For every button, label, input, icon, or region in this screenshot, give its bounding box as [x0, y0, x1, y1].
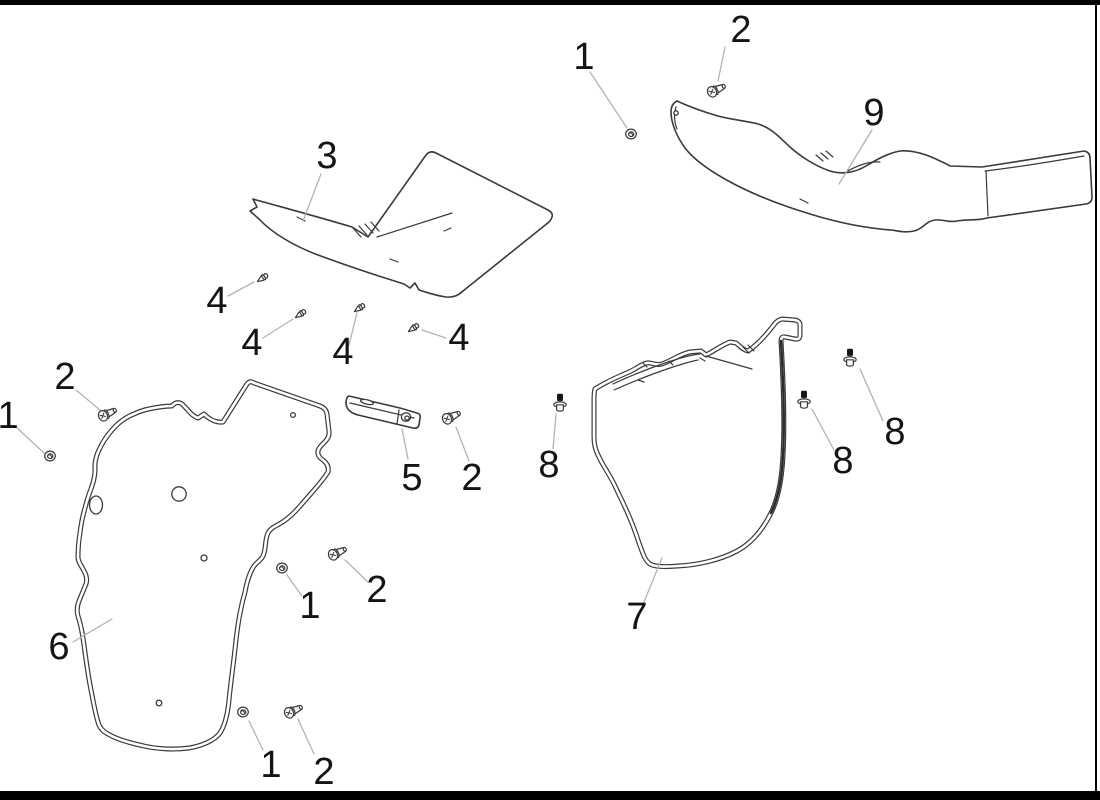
fastener-stud: [843, 348, 857, 367]
leader-line-4: [227, 281, 255, 297]
callout-number-6: 6: [48, 626, 69, 668]
fastener-screw-tap: [293, 307, 308, 321]
leader-line-1: [16, 427, 45, 454]
callout-number-7: 7: [626, 596, 647, 638]
leader-line-4: [348, 312, 358, 346]
callout-number-3: 3: [316, 135, 337, 177]
leader-line-2: [455, 426, 470, 462]
part-6-small-hole-top: [289, 411, 297, 419]
fastener-screw-pan: [326, 543, 349, 563]
part-9-outline: [670, 100, 1093, 233]
callout-number-4: 4: [206, 280, 227, 322]
fasteners-layer: [44, 80, 857, 721]
fastener-screw-pan: [282, 701, 305, 721]
leader-line-6: [72, 618, 113, 643]
part-7-surface-marks: [637, 344, 755, 383]
fastener-stud: [553, 393, 567, 412]
fastener-screw-tap: [255, 271, 270, 285]
callout-number-9: 9: [863, 92, 884, 134]
fastener-screw-pan: [705, 80, 728, 100]
callout-number-4: 4: [241, 322, 262, 364]
part-6-oval-hole: [88, 495, 104, 515]
callout-number-2: 2: [313, 751, 334, 793]
part-7-splash-guard: [591, 316, 803, 570]
part-6-outline-inner: [75, 380, 331, 751]
callout-number-1: 1: [299, 585, 320, 627]
leader-line-1: [589, 71, 628, 129]
leader-line-8: [859, 368, 884, 422]
fastener-nut: [276, 562, 288, 574]
callout-number-1: 1: [573, 36, 594, 78]
leader-line-9: [838, 129, 873, 185]
part-9-hump-inner-line: [845, 161, 881, 173]
leader-line-8: [811, 408, 835, 451]
fastener-screw-tap: [406, 321, 421, 335]
leader-line-2: [344, 559, 369, 583]
leader-line-4: [421, 329, 447, 339]
callout-number-1: 1: [0, 395, 19, 437]
fastener-nut: [237, 706, 249, 718]
part-6-outline: [74, 379, 332, 752]
part-7-outline: [591, 316, 803, 570]
leader-line-4: [262, 318, 294, 339]
part-7-outline-inner: [592, 317, 802, 568]
part-7-right-edge: [769, 339, 786, 515]
part-9-hatching: [815, 150, 834, 162]
callout-number-5: 5: [401, 457, 422, 499]
part-6-small-hole-bottom: [155, 699, 163, 707]
callout-number-8: 8: [538, 444, 559, 486]
callout-number-4: 4: [448, 317, 469, 359]
frame-bottom-bar: [0, 791, 1100, 800]
leader-line-1: [286, 574, 303, 597]
part-9-mount-hole: [673, 110, 679, 116]
part-5-slot: [359, 398, 375, 406]
callout-number-2: 2: [366, 569, 387, 611]
frame-top-bar: [0, 0, 1100, 5]
part-5-support-bracket: [345, 395, 421, 429]
frame-right-border: [1095, 0, 1097, 800]
callout-number-1: 1: [260, 744, 281, 786]
part-9-edge-inner-line: [674, 106, 678, 130]
fastener-screw-tap: [352, 301, 367, 315]
leader-lines-layer: [16, 46, 884, 755]
part-3-fold-crease: [376, 212, 453, 238]
fastener-stud: [797, 390, 811, 409]
callout-number-2: 2: [54, 356, 75, 398]
leader-line-3: [302, 173, 322, 222]
leader-line-5: [401, 428, 409, 460]
part-6-small-hole-center: [200, 554, 208, 562]
part-5-hole-inner: [404, 415, 410, 421]
part-9-panel-inner-lines: [984, 155, 1085, 217]
leader-line-7: [643, 557, 663, 603]
callout-number-2: 2: [461, 457, 482, 499]
part-6-shield-panel: [74, 379, 332, 752]
fastener-nut: [44, 450, 56, 462]
part-3-outline: [249, 151, 554, 298]
part-3-hatching: [352, 221, 380, 238]
callout-number-4: 4: [332, 331, 353, 373]
leader-line-1: [248, 720, 264, 751]
part-9-surface-mark: [799, 198, 809, 204]
fastener-nut: [625, 128, 637, 140]
part-7-flange-lines: [612, 353, 753, 391]
fastener-screw-pan: [440, 407, 463, 427]
part-9-side-cover: [670, 100, 1093, 233]
callout-number-2: 2: [730, 9, 751, 51]
callout-number-8: 8: [884, 411, 905, 453]
part-6-round-hole: [171, 486, 187, 502]
fastener-screw-pan: [96, 404, 119, 424]
leader-line-2: [297, 718, 315, 755]
callout-number-8: 8: [832, 440, 853, 482]
leader-line-2: [75, 389, 101, 411]
leader-line-8: [552, 413, 557, 450]
part-5-outline: [345, 395, 421, 429]
part-3-guard-plate: [249, 151, 554, 298]
leader-line-2: [717, 46, 726, 82]
